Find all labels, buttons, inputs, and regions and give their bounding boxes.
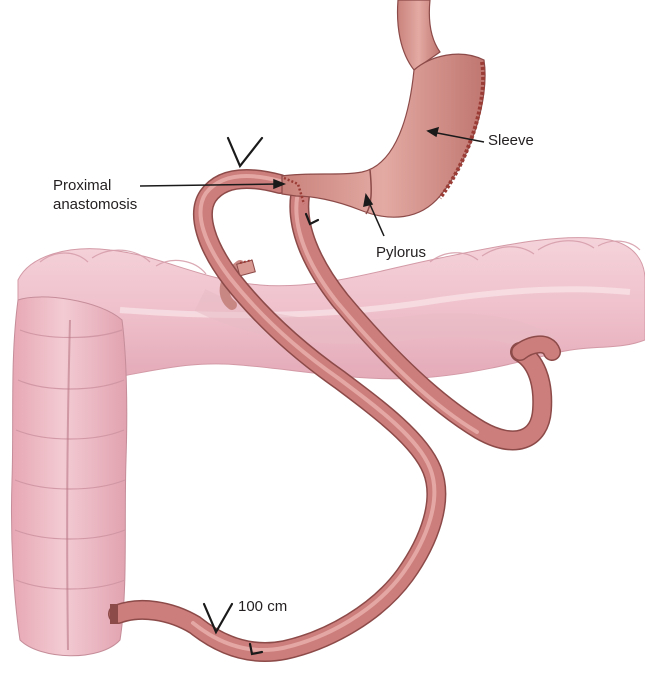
label-sleeve: Sleeve xyxy=(488,132,534,150)
label-proximal: Proximal xyxy=(53,177,111,195)
suture-top xyxy=(228,138,262,166)
label-anastomosis: anastomosis xyxy=(53,196,137,214)
stomach-sleeve xyxy=(282,0,485,217)
label-pylorus: Pylorus xyxy=(376,244,426,262)
label-100cm: 100 cm xyxy=(238,598,287,616)
small-bowel-limb xyxy=(110,176,552,652)
